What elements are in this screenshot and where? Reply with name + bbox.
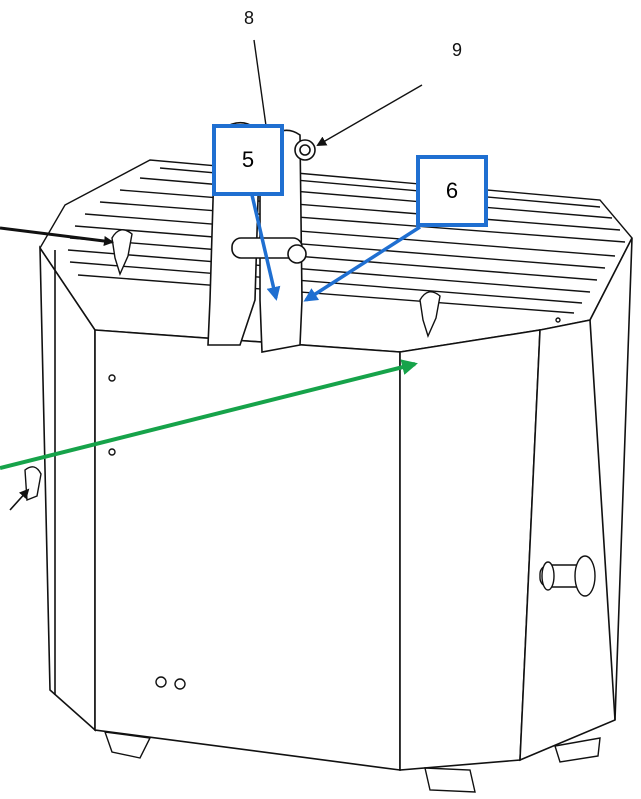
callout-arrow-5 (250, 194, 281, 301)
label-8: 8 (244, 8, 255, 28)
leader-line-8 (253, 39, 269, 141)
side-pin (539, 555, 596, 597)
box-body (39, 237, 633, 771)
callout-arrow-6 (303, 225, 421, 302)
label-9: 9 (452, 40, 463, 60)
body-holes (108, 317, 561, 690)
callout-box-6: 6 (416, 155, 488, 227)
green-arrow (0, 359, 418, 470)
leader-arrow-left-side (9, 488, 30, 511)
leader-arrow-left-top (0, 226, 114, 246)
callout-box-5: 5 (212, 124, 284, 196)
latches (24, 229, 441, 502)
feet (103, 731, 601, 793)
ribbed-lid (39, 159, 633, 353)
leader-arrow-9 (316, 84, 423, 146)
